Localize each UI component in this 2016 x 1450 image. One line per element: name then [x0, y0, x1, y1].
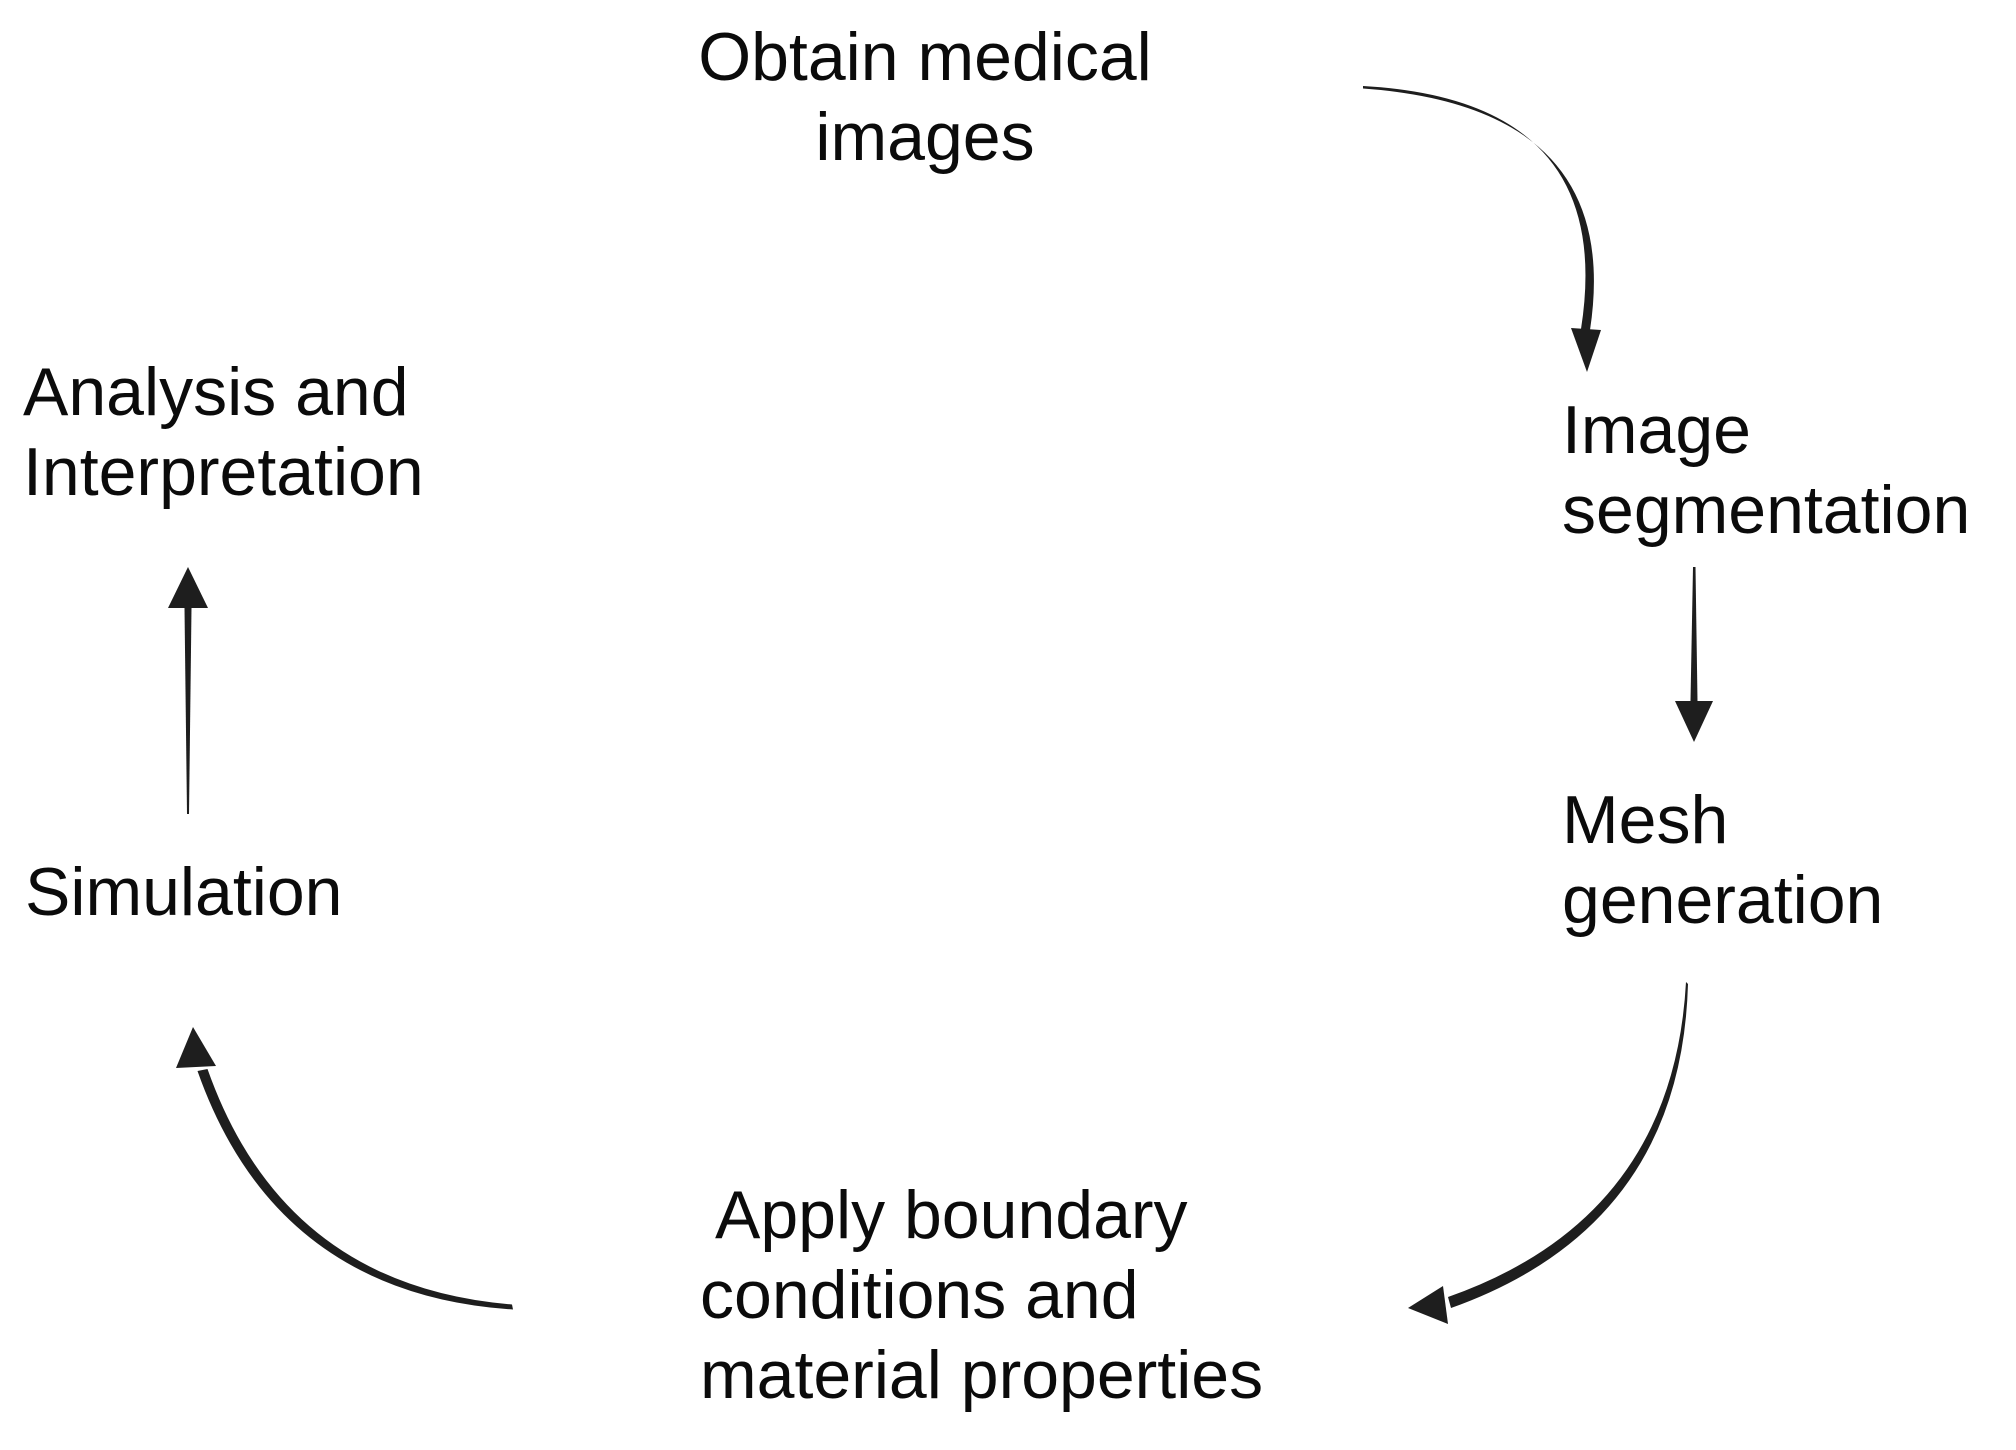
arrowhead-down-icon — [1571, 328, 1601, 372]
arrow-shaft — [197, 1069, 513, 1310]
node-label-line: images — [815, 99, 1035, 175]
arrow-image-segmentation-to-mesh-generation — [1675, 567, 1713, 742]
arrow-shaft — [1690, 567, 1698, 701]
node-label-line: Mesh — [1562, 782, 1729, 858]
arrow-simulation-to-analysis — [168, 567, 208, 814]
arrowhead-up-icon — [176, 1027, 216, 1068]
node-label-line: Simulation — [25, 854, 343, 930]
node-mesh-generation: Mesh generation — [1562, 780, 1883, 940]
node-label-line: Interpretation — [23, 434, 424, 510]
arrowhead-down-icon — [1675, 701, 1713, 742]
arrow-apply-boundary-to-simulation — [176, 1027, 513, 1310]
node-label-line: Obtain medical — [698, 19, 1152, 95]
node-label-line: Image — [1562, 392, 1751, 468]
node-label-line: Apply boundary — [715, 1177, 1188, 1253]
node-label-line: conditions and — [700, 1257, 1139, 1333]
node-label-line: Analysis and — [23, 354, 409, 430]
arrow-shaft — [1448, 982, 1688, 1308]
node-simulation: Simulation — [25, 852, 343, 932]
node-label-line: generation — [1562, 862, 1884, 938]
arrow-mesh-generation-to-apply-boundary — [1408, 982, 1688, 1324]
node-apply-boundary-conditions: Apply boundary conditions and material p… — [700, 1175, 1263, 1415]
node-obtain-medical-images: Obtain medical images — [425, 17, 1425, 177]
arrow-obtain-to-image-segmentation — [1363, 86, 1601, 372]
node-image-segmentation: Image segmentation — [1562, 390, 1970, 550]
arrow-shaft — [184, 608, 192, 814]
node-label-line: material properties — [700, 1337, 1264, 1413]
arrowhead-left-icon — [1408, 1286, 1448, 1324]
arrowhead-up-icon — [168, 567, 208, 608]
node-label-line: segmentation — [1562, 472, 1971, 548]
node-analysis-interpretation: Analysis and Interpretation — [23, 352, 424, 512]
